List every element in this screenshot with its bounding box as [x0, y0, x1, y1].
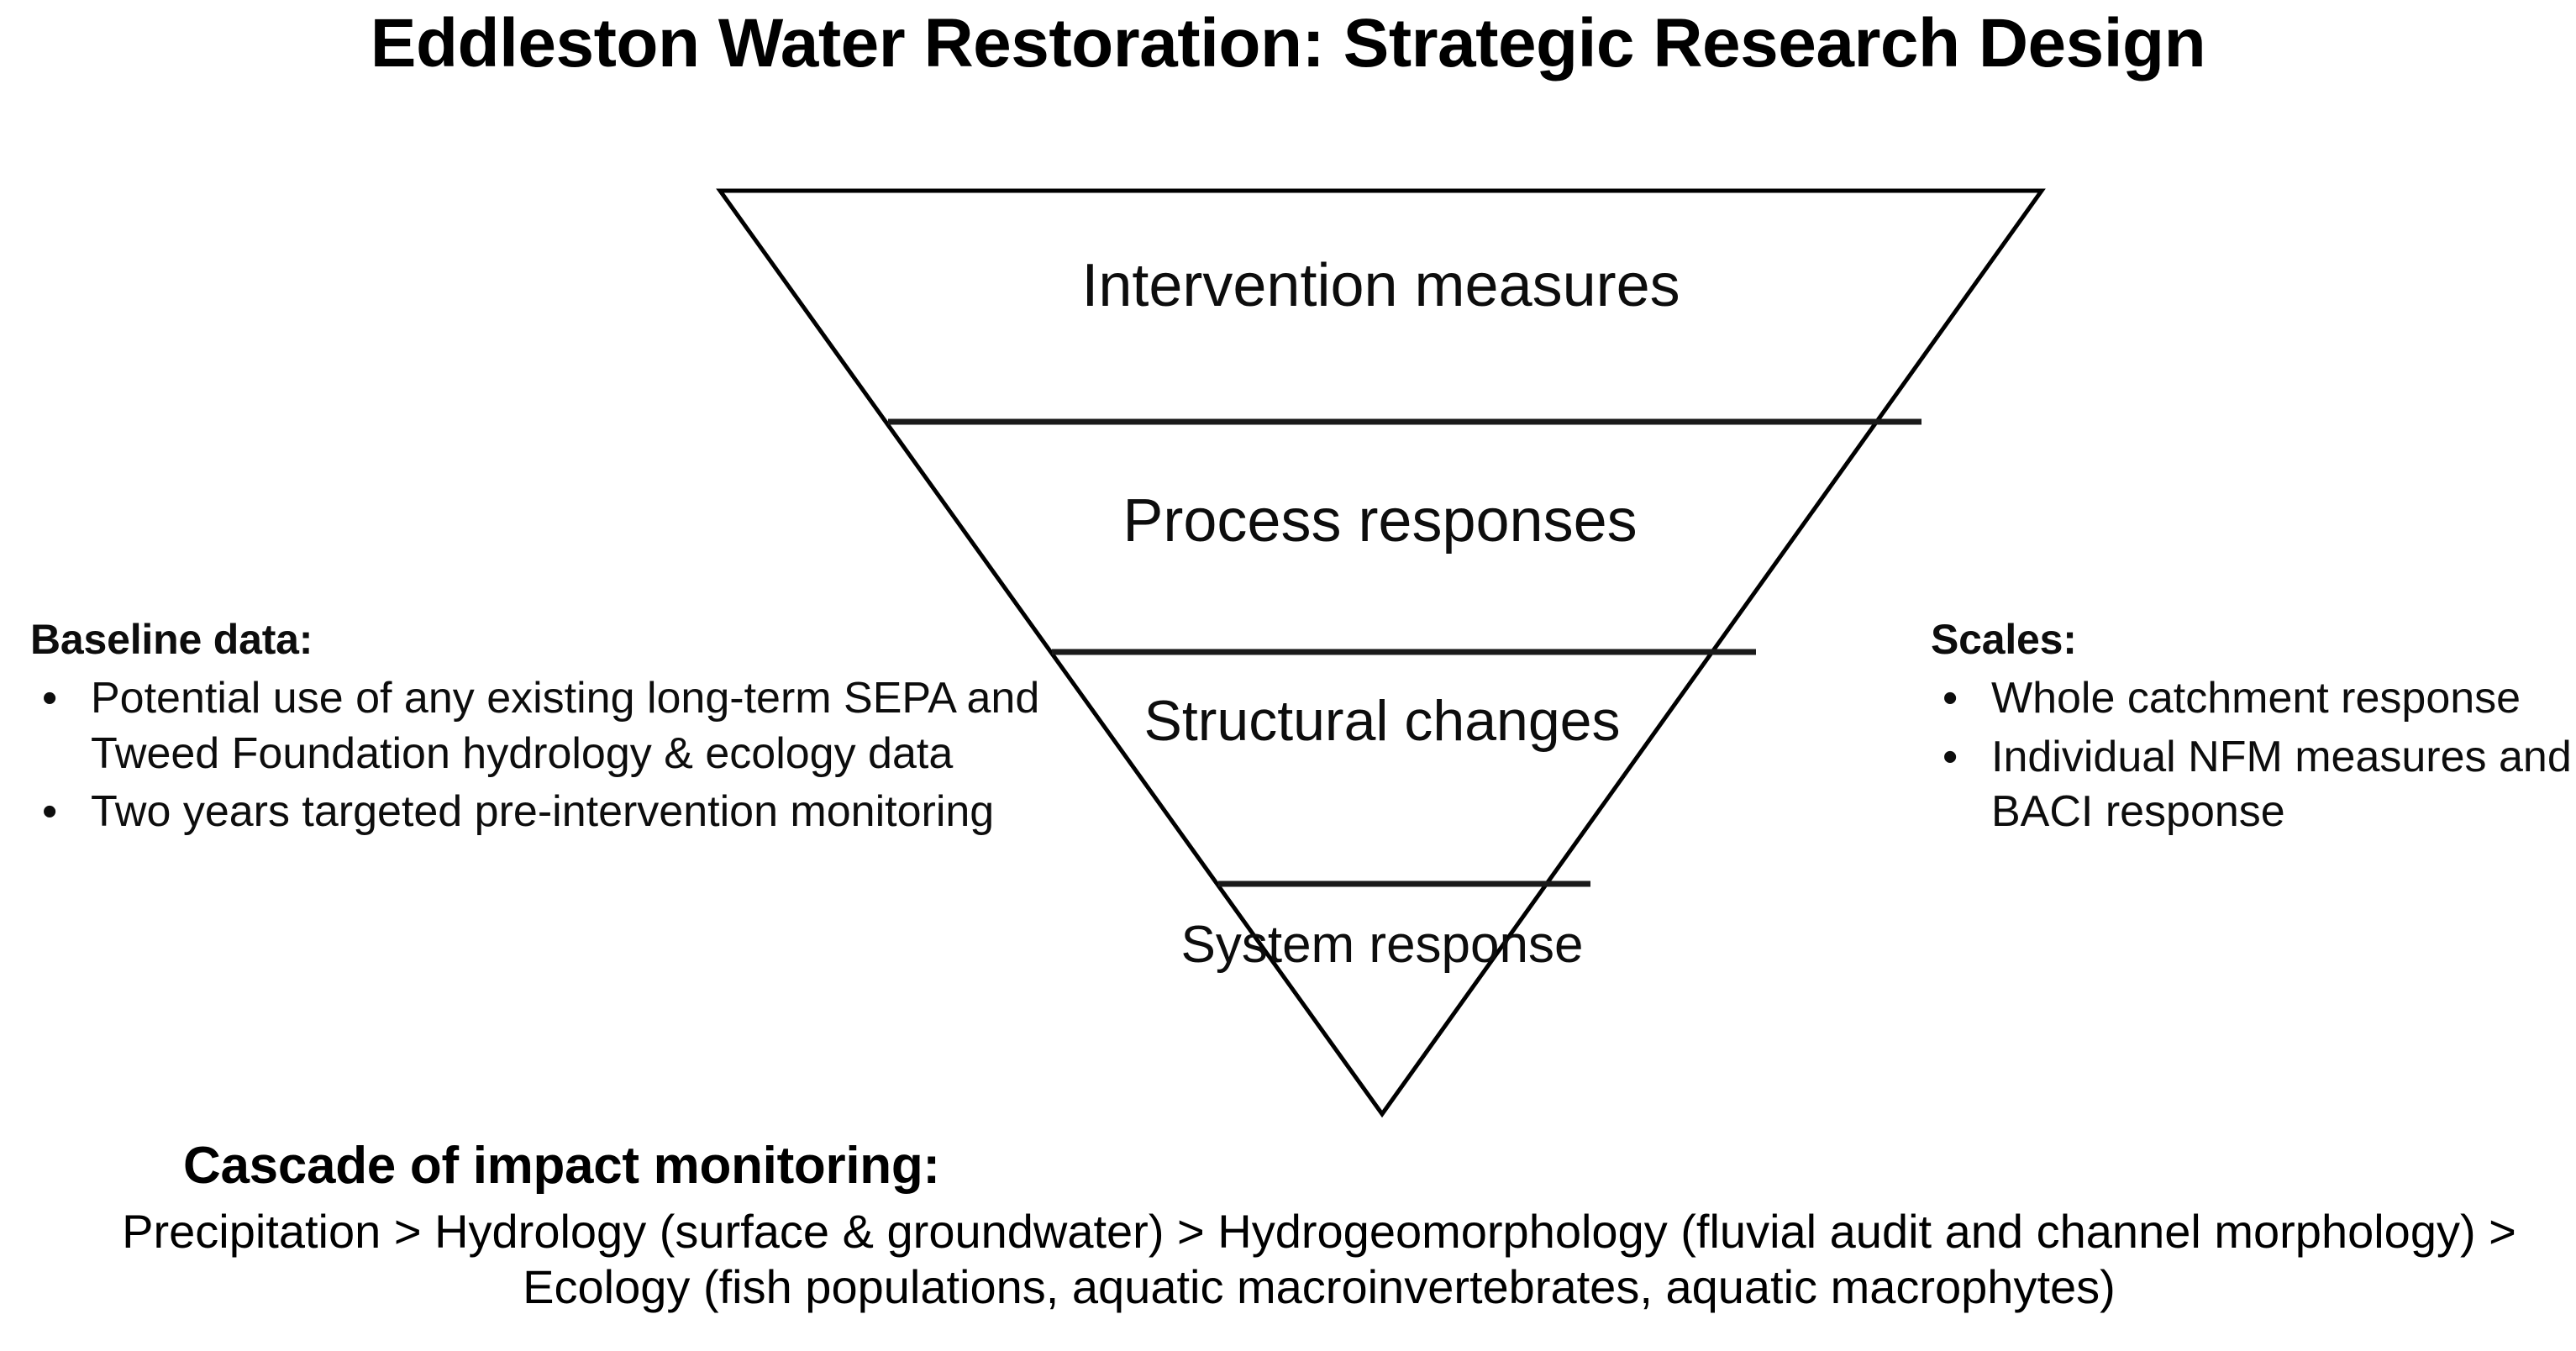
bullet-icon: • — [42, 674, 58, 723]
list-item-text: Potential use of any existing long-term … — [91, 674, 1040, 778]
scales-heading: Scales: — [1931, 616, 2077, 663]
scales-list: • Whole catchment response • Individual … — [1931, 671, 2576, 840]
cascade-heading: Cascade of impact monitoring: — [183, 1137, 940, 1195]
funnel-tier-label-system-response: System response — [1180, 916, 1584, 974]
baseline-data-block: Baseline data: • Potential use of any ex… — [30, 613, 1064, 844]
funnel-tier-label-intervention-measures: Intervention measures — [1081, 252, 1680, 319]
list-item: • Whole catchment response — [1931, 671, 2576, 727]
cascade-body-text: Precipitation > Hydrology (surface & gro… — [122, 1205, 2516, 1314]
list-item-text: Whole catchment response — [1991, 674, 2521, 723]
page-title: Eddleston Water Restoration: Strategic R… — [370, 5, 2206, 81]
bullet-icon: • — [42, 787, 58, 837]
bullet-icon: • — [1943, 674, 1958, 723]
cascade-block: Cascade of impact monitoring: Precipitat… — [101, 1136, 2537, 1315]
funnel-tier-label-process-responses: Process responses — [1122, 487, 1638, 555]
funnel-tier-label-structural-changes: Structural changes — [1143, 689, 1621, 753]
baseline-data-list: • Potential use of any existing long-ter… — [30, 671, 1064, 840]
bullet-icon: • — [1943, 732, 1958, 781]
list-item-text: Two years targeted pre-intervention moni… — [91, 787, 995, 837]
list-item-text: Individual NFM measures and BACI respons… — [1991, 732, 2572, 837]
list-item: • Two years targeted pre-intervention mo… — [30, 785, 1064, 840]
list-item: • Potential use of any existing long-ter… — [30, 671, 1064, 781]
baseline-data-heading: Baseline data: — [30, 616, 313, 663]
list-item: • Individual NFM measures and BACI respo… — [1931, 730, 2576, 840]
scales-block: Scales: • Whole catchment response • Ind… — [1931, 613, 2576, 844]
